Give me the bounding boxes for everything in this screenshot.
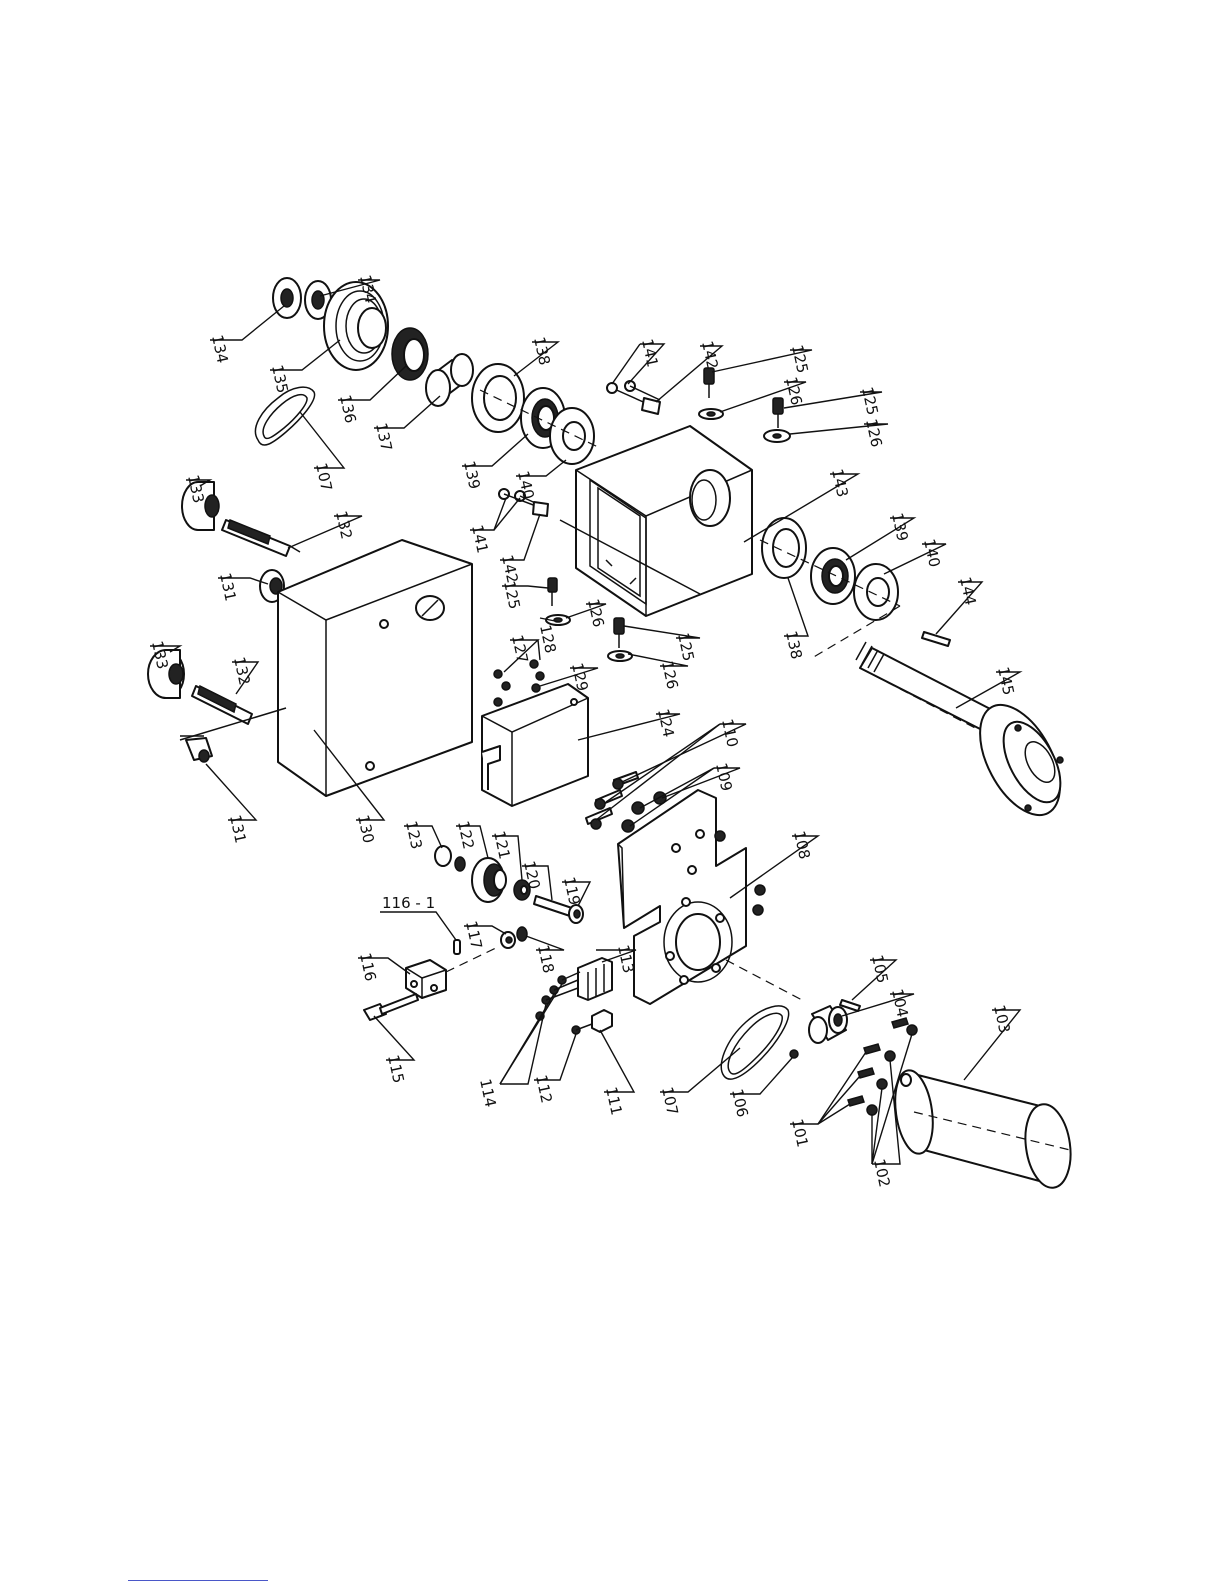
label-136: 136 (336, 393, 360, 425)
label-141b: 141 (468, 523, 492, 555)
part-137-sleeve (426, 354, 473, 406)
part-125-screw-b (773, 398, 783, 428)
part-116-block (406, 960, 446, 998)
part-117-washer (501, 932, 515, 948)
label-108: 108 (790, 829, 814, 861)
part-111-clamp (592, 1010, 612, 1032)
label-141a: 141 (638, 337, 662, 369)
label-131b: 131 (226, 813, 250, 845)
label-106: 106 (728, 1087, 752, 1119)
label-127: 127 (508, 633, 532, 665)
part-139-bearing-right (811, 548, 855, 604)
part-143-headstock-frame (576, 426, 752, 616)
label-114: 114 (476, 1077, 500, 1109)
label-110: 110 (718, 717, 742, 749)
label-124: 124 (654, 707, 678, 739)
label-111: 111 (602, 1085, 626, 1117)
footer-rule (128, 1580, 268, 1581)
label-143: 143 (828, 467, 852, 499)
label-109: 109 (712, 761, 736, 793)
label-103: 103 (990, 1003, 1014, 1035)
label-132b: 132 (230, 655, 254, 687)
part-106-nut (790, 1050, 798, 1058)
part-132-shaft-top (222, 520, 300, 556)
part-125-screw-c (548, 578, 557, 606)
part-116-1-pin (454, 940, 460, 954)
label-105: 105 (868, 953, 892, 985)
label-139a: 139 (460, 459, 484, 491)
part-145-spindle (856, 642, 1076, 828)
part-108-motor-plate (618, 790, 746, 1004)
label-132a: 132 (332, 509, 356, 541)
label-126b: 126 (862, 417, 886, 449)
part-144-key (922, 632, 950, 646)
label-126c: 126 (584, 597, 608, 629)
part-118-nut (517, 927, 527, 941)
label-137: 137 (372, 421, 396, 453)
part-140-washer (550, 408, 594, 464)
part-119-washer (569, 905, 583, 923)
label-117: 117 (462, 919, 486, 951)
part-132-shaft-bottom (192, 686, 252, 724)
label-115: 115 (384, 1053, 408, 1085)
label-121: 121 (490, 829, 514, 861)
part-103-motor (890, 1068, 1075, 1191)
part-107-belt-bottom (721, 1006, 788, 1079)
label-140b: 140 (920, 537, 944, 569)
part-112-screw (572, 1024, 592, 1034)
label-101: 101 (788, 1117, 812, 1149)
label-104: 104 (888, 987, 912, 1019)
label-125c: 125 (500, 579, 524, 611)
part-126-washer-b (764, 430, 790, 442)
part-140-washer-right (854, 564, 898, 620)
label-126a: 126 (782, 375, 806, 407)
part-113-terminal-block (578, 958, 612, 1000)
part-122-pulley (472, 858, 506, 902)
label-131a: 131 (216, 571, 240, 603)
label-125a: 125 (788, 343, 812, 375)
label-102: 102 (870, 1157, 894, 1189)
part-136-gear (392, 328, 428, 380)
label-142a: 142 (698, 339, 722, 371)
label-144: 144 (956, 575, 980, 607)
label-112: 112 (532, 1073, 556, 1105)
label-107b: 107 (658, 1085, 682, 1117)
label-134a: 134 (208, 333, 232, 365)
part-107-belt-top (255, 387, 314, 445)
label-123: 123 (402, 819, 426, 851)
part-142-clip-mid (533, 502, 548, 516)
label-145: 145 (994, 665, 1018, 697)
label-118: 118 (534, 943, 558, 975)
label-116-1: 116 - 1 (382, 894, 435, 912)
label-139b: 139 (888, 511, 912, 543)
part-130-headstock-box (278, 540, 472, 796)
label-130: 130 (354, 813, 378, 845)
label-138a: 138 (530, 335, 554, 367)
part-131-gear-bottom (180, 736, 212, 762)
label-122: 122 (454, 819, 478, 851)
part-115-bolt (364, 994, 418, 1020)
part-126-washer-a (699, 409, 723, 419)
part-125-screw-d (614, 618, 624, 648)
part-126-washer-d (608, 651, 632, 661)
label-107a: 107 (312, 461, 336, 493)
label-119: 119 (560, 875, 584, 907)
label-125d: 125 (674, 631, 698, 663)
label-116: 116 (356, 951, 380, 983)
label-135: 135 (268, 363, 292, 395)
label-138b: 138 (782, 629, 806, 661)
label-125b: 125 (858, 385, 882, 417)
part-104-motor-pulley (809, 1006, 847, 1043)
